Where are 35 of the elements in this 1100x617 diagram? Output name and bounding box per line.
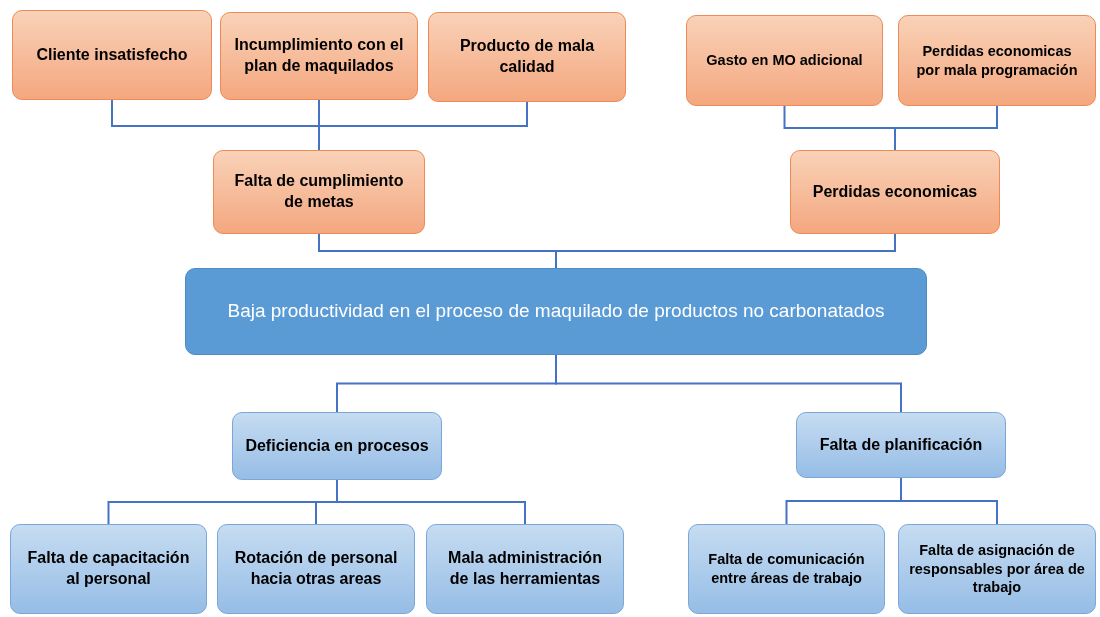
box-text: Deficiencia en procesos	[245, 435, 429, 456]
connector-line	[900, 477, 998, 525]
effect-box	[898, 15, 1096, 106]
cause-box	[10, 524, 207, 614]
connector-line	[318, 101, 528, 151]
effect-box	[213, 150, 425, 234]
box-text: Falta de cumplimiento de metas	[233, 171, 405, 212]
cause-box	[217, 524, 415, 614]
box-text: Cliente insatisfecho	[36, 44, 188, 65]
cause-box	[688, 524, 885, 614]
cause-box	[898, 524, 1096, 614]
effect-box	[12, 10, 212, 100]
box-text: Falta de comunicación entre áreas de trabajo	[707, 550, 866, 588]
box-text: Perdidas economicas	[812, 181, 978, 202]
problem-box	[185, 268, 927, 355]
cause-box	[426, 524, 624, 614]
box-text: Gasto en MO adicional	[706, 51, 863, 70]
connector-line	[336, 479, 526, 525]
effect-box	[686, 15, 883, 106]
box-text: Falta de asignación de responsables por área de trabajo	[909, 540, 1085, 598]
box-text: Perdidas economicas por mala programación	[915, 41, 1079, 80]
box-text: Rotación de personal hacia otras areas	[233, 548, 399, 589]
effect-box	[220, 12, 418, 100]
box-text: Falta de capacitación al personal	[26, 548, 191, 589]
effect-box	[428, 12, 626, 102]
box-text: Incumplimiento con el plan de maquilados	[233, 35, 405, 76]
connector-line	[555, 233, 896, 269]
box-text: Producto de mala calidad	[458, 36, 596, 77]
box-text: Baja productividad en el proceso de maquilado de productos no carbonatados	[227, 299, 885, 324]
box-text: Falta de planificación	[819, 434, 983, 455]
cause-box	[232, 412, 442, 480]
cause-box	[796, 412, 1006, 478]
effect-box	[790, 150, 1000, 234]
box-text: Mala administración de las herramientas	[447, 548, 603, 589]
connector-line	[894, 105, 998, 151]
